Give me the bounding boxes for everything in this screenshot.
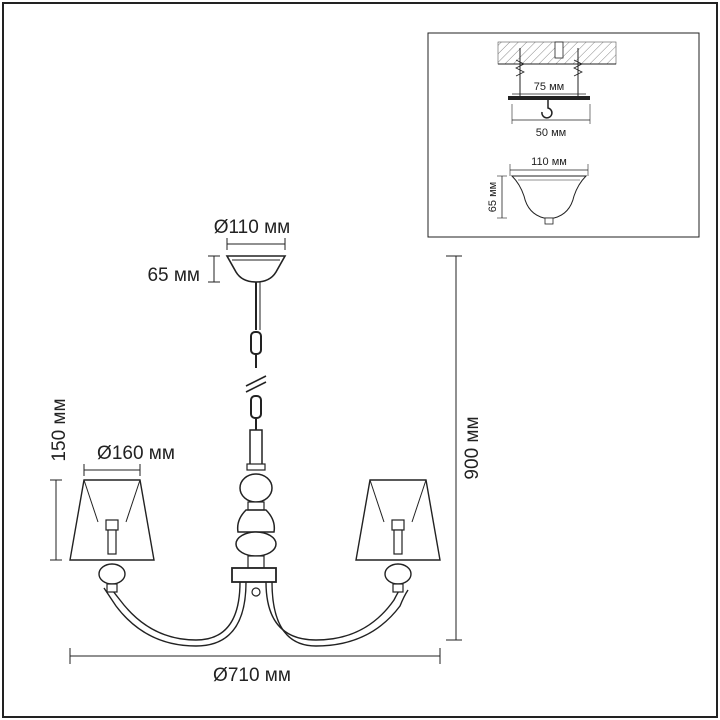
left-lampshade <box>69 479 155 561</box>
chain-link <box>250 395 262 419</box>
right-arm <box>265 581 403 641</box>
dim-shade-diameter: Ø160 мм <box>83 443 175 476</box>
inset-canopy-width-label: 110 мм <box>531 156 567 168</box>
arm-hub <box>231 567 277 583</box>
inset-border <box>427 32 700 238</box>
total-width-label: Ø710 мм <box>213 665 291 686</box>
inset-canopy-height-label: 65 мм <box>487 182 499 212</box>
left-lamp <box>69 479 155 593</box>
chain-link <box>250 331 262 355</box>
canopy-height-label: 65 мм <box>147 265 200 286</box>
dim-total-width: Ø710 мм <box>69 648 441 686</box>
left-arm <box>107 581 241 641</box>
column-bulb-upper <box>239 473 273 503</box>
column-bulb-lower <box>236 509 276 533</box>
chandelier <box>69 255 441 647</box>
inset-canopy <box>510 175 588 219</box>
dim-shade-height: 150 мм <box>49 398 70 561</box>
inset-hook-plate-label: 50 мм <box>536 127 566 139</box>
dim-total-height: 900 мм <box>446 255 483 641</box>
mounting-inset: 75 мм 50 мм 110 мм 65 мм <box>427 32 700 238</box>
right-lampshade <box>355 479 441 561</box>
canopy-diameter-label: Ø110 мм <box>214 217 290 238</box>
right-lamp <box>355 479 441 593</box>
total-height-label: 900 мм <box>462 416 483 479</box>
inset-mount-spacing-label: 75 мм <box>534 81 564 93</box>
shade-diameter-label: Ø160 мм <box>97 443 175 464</box>
shade-height-label: 150 мм <box>49 398 70 461</box>
dim-canopy-diameter: Ø110 мм <box>214 217 290 250</box>
dim-canopy-height: 65 мм <box>147 255 220 286</box>
